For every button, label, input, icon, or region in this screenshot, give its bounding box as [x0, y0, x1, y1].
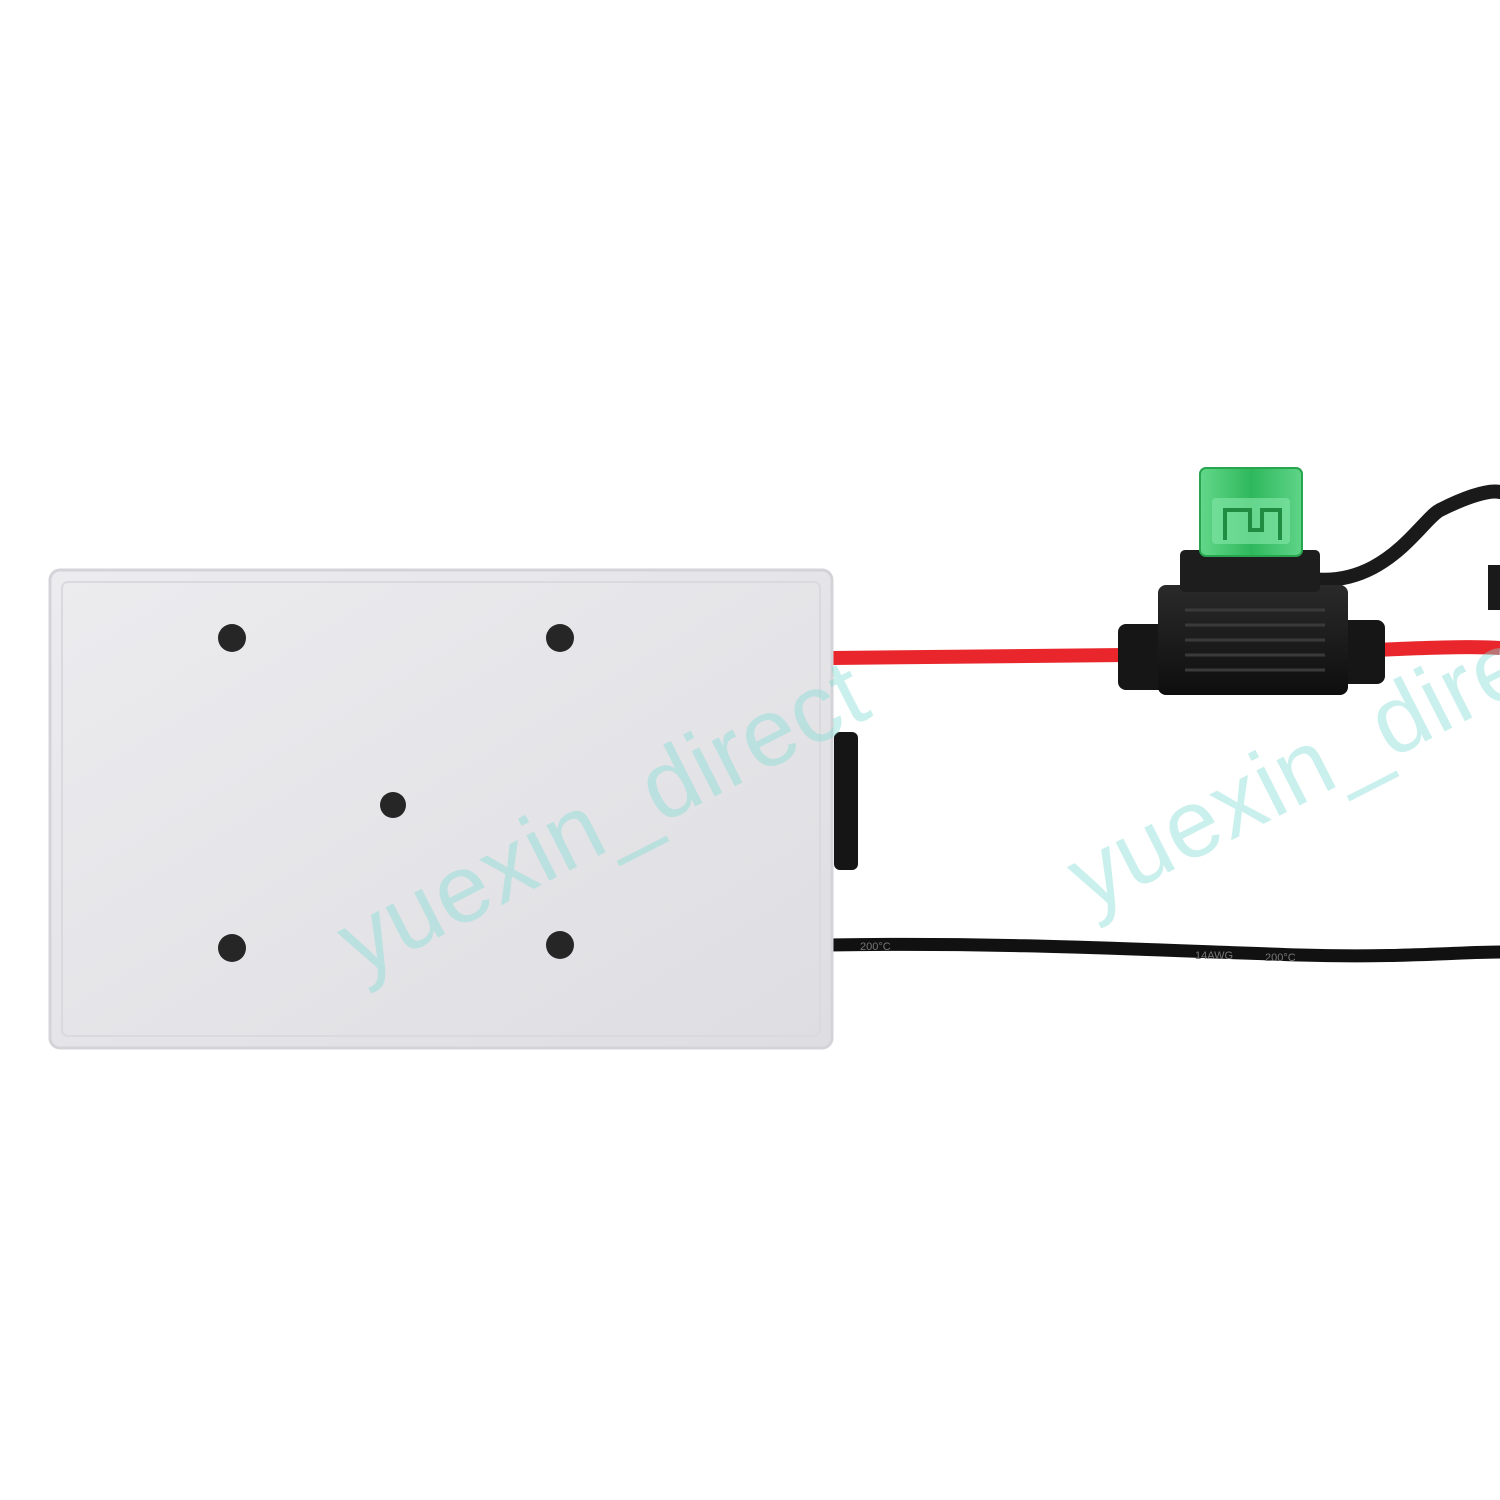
- enclosure-lid-edge: [61, 581, 821, 1037]
- cable-print-right-gauge: 14AWG: [1195, 950, 1233, 962]
- black-wire: [821, 937, 1500, 963]
- fuse-holder-wire-clip-left: [1118, 624, 1168, 690]
- mount-hole: [546, 931, 574, 959]
- cable-print-right-temp: 200°C: [1265, 952, 1296, 964]
- cable-print-left: 200°C: [860, 941, 891, 953]
- enclosure-box: [48, 568, 834, 1050]
- blade-fuse-element: [1223, 508, 1282, 540]
- mount-hole: [218, 934, 246, 962]
- mount-hole: [546, 624, 574, 652]
- mount-hole: [218, 624, 246, 652]
- black-loop-cable: [1283, 484, 1500, 587]
- fuse-holder-ribs: [1185, 608, 1325, 672]
- fuse-holder-top: [1180, 550, 1320, 592]
- mount-hole: [380, 792, 406, 818]
- rocker-switch: [834, 732, 858, 870]
- red-wire-right: [1374, 640, 1500, 657]
- red-wire: [831, 648, 1126, 665]
- black-cable-end: [1488, 565, 1500, 610]
